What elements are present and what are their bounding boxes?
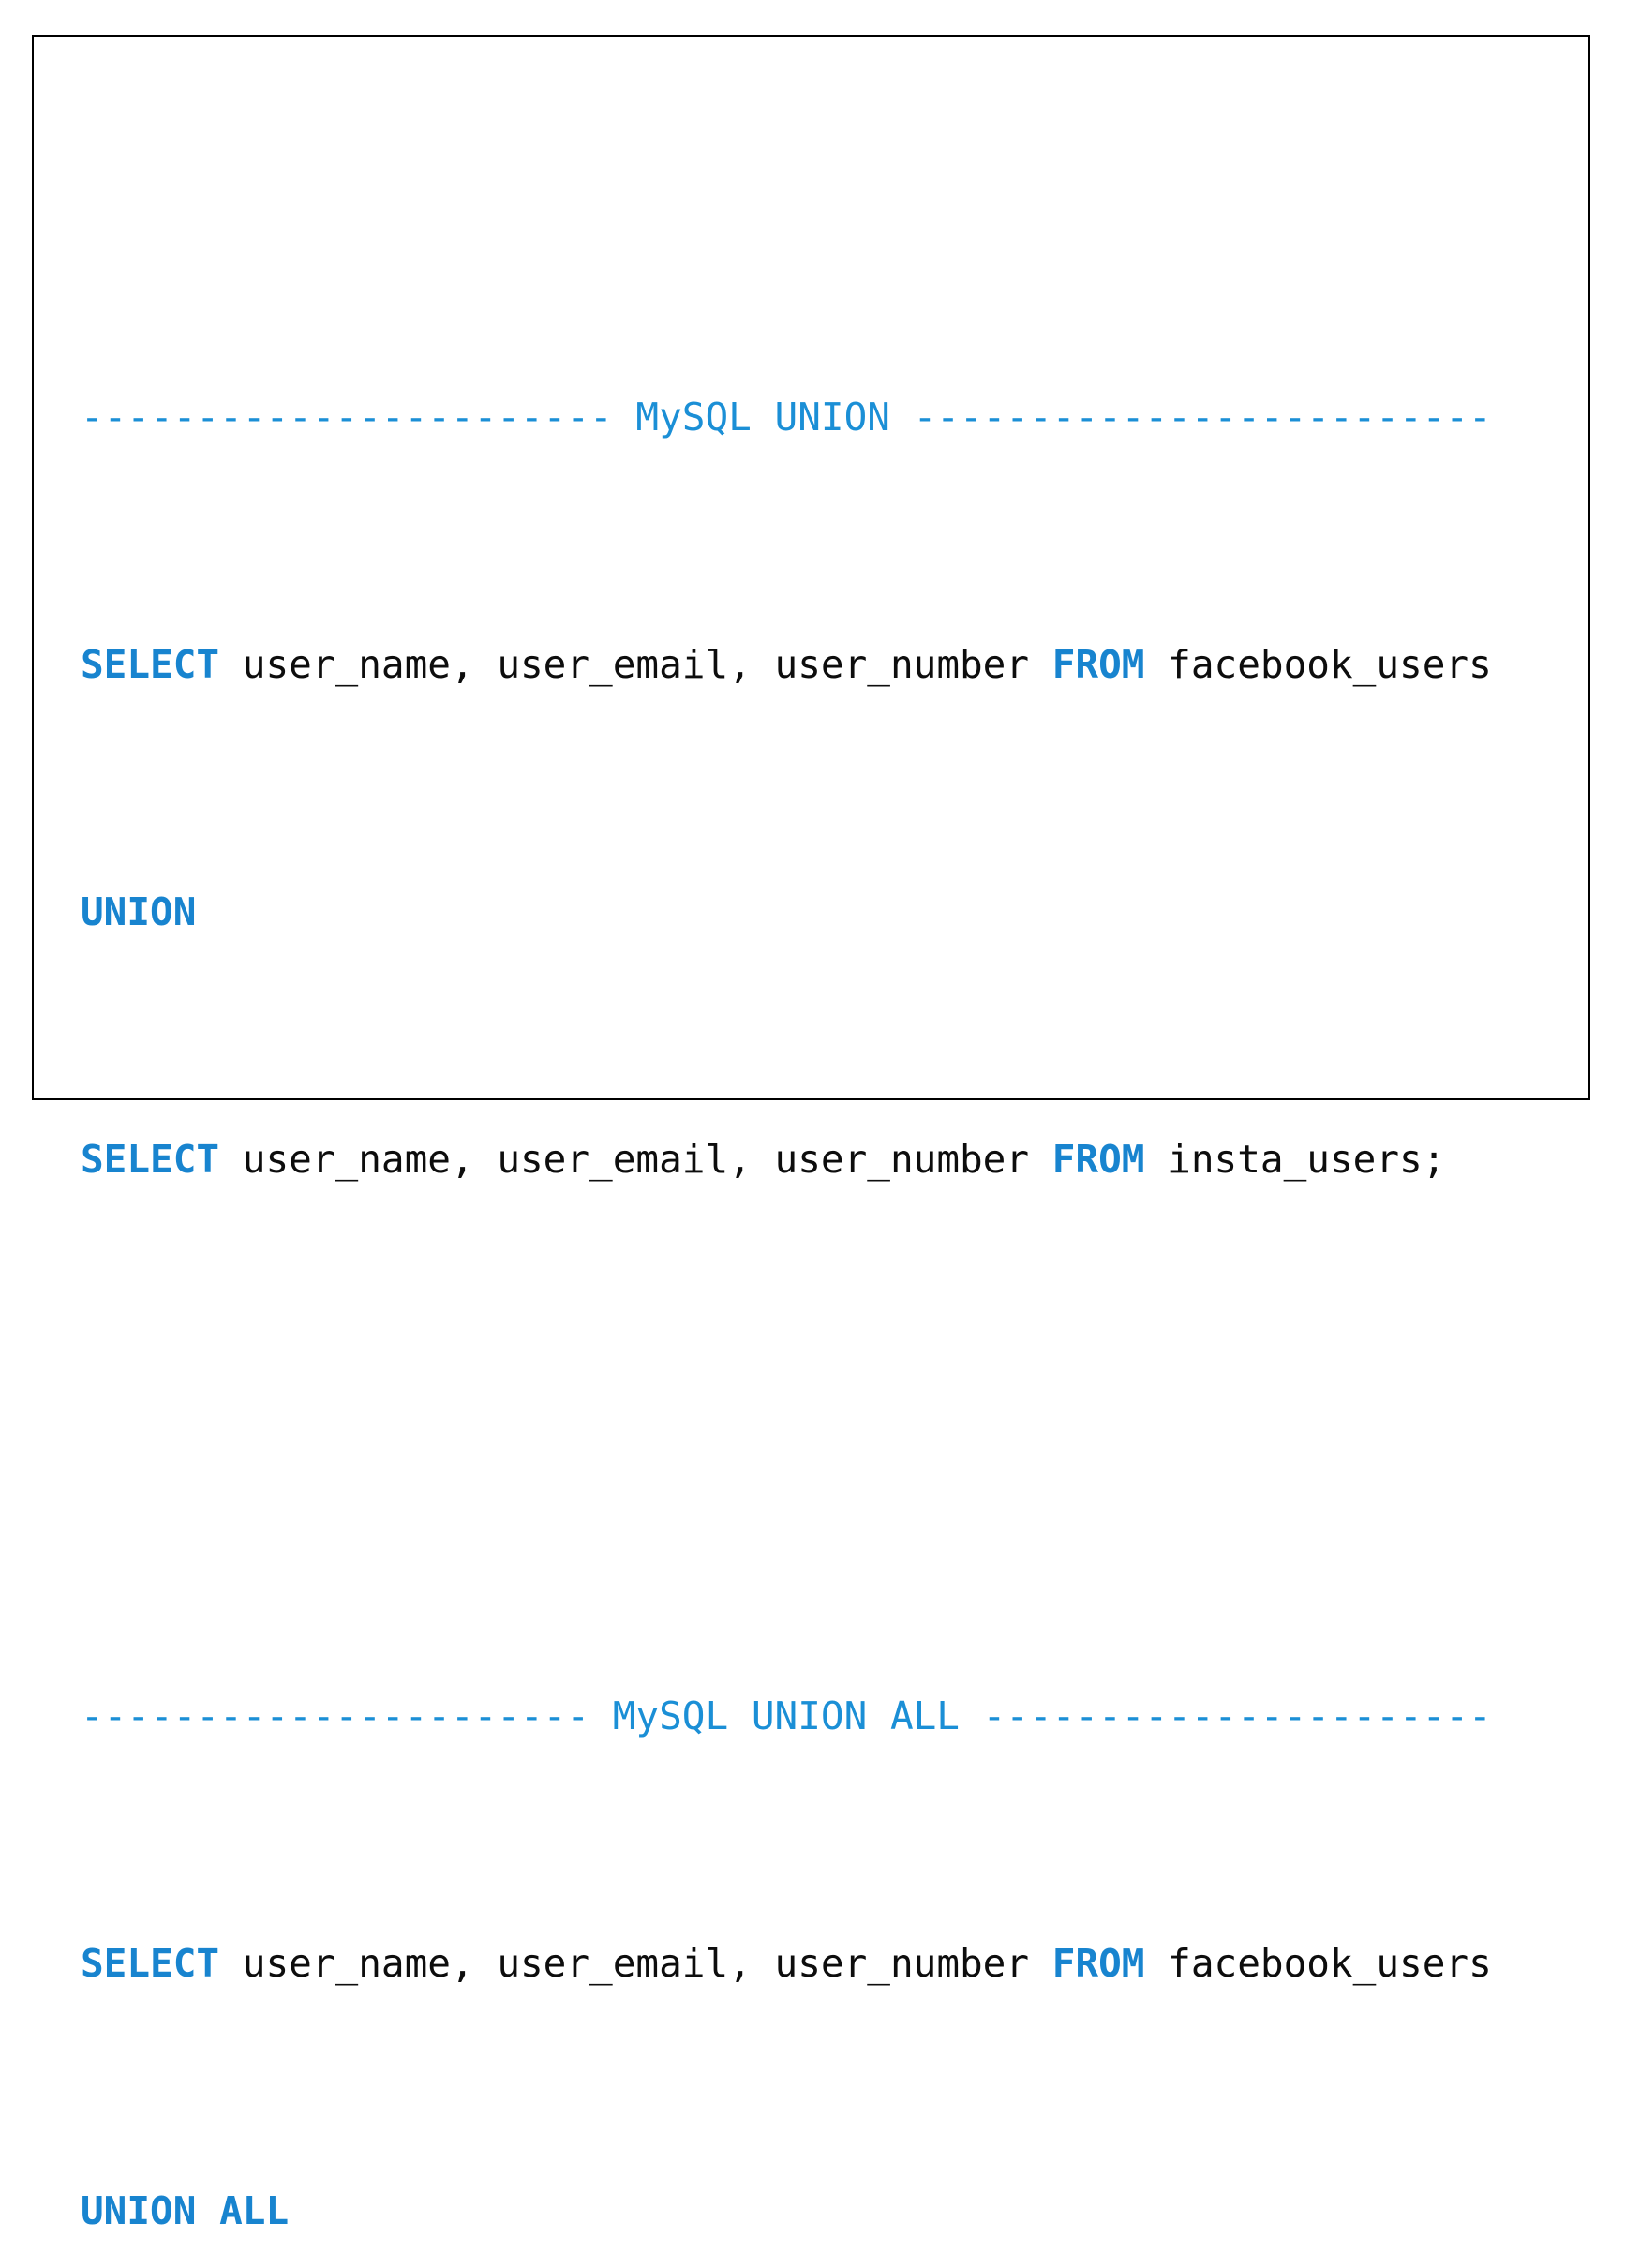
sql-keyword-union-all: UNION ALL — [81, 2188, 290, 2233]
sql-column-list: user_name, user_email, user_number — [219, 1137, 1052, 1182]
sql-keyword-select: SELECT — [81, 1941, 220, 1986]
sql-statement-line: UNION ALL — [81, 2180, 1579, 2242]
section-banner-union: ----------------------- MySQL UNION ----… — [81, 395, 1492, 440]
sql-statement-line: SELECT user_name, user_email, user_numbe… — [81, 1932, 1579, 1994]
sql-keyword-select: SELECT — [81, 642, 220, 687]
sql-statement-line: UNION — [81, 881, 1579, 943]
code-frame: ----------------------- MySQL UNION ----… — [32, 35, 1590, 2233]
sql-column-list: user_name, user_email, user_number — [219, 642, 1052, 687]
sql-statement-line: SELECT user_name, user_email, user_numbe… — [81, 1128, 1579, 1190]
section-banner-union-all: ---------------------- MySQL UNION ALL -… — [81, 1694, 1492, 1738]
sql-keyword-from: FROM — [1051, 1941, 1145, 1986]
sql-code-block: ----------------------- MySQL UNION ----… — [81, 201, 1579, 2268]
sql-keyword-select: SELECT — [81, 1137, 220, 1182]
sql-keyword-union: UNION — [81, 889, 197, 934]
sql-table-name: facebook_users — [1144, 1941, 1492, 1986]
sql-keyword-from: FROM — [1051, 642, 1145, 687]
sql-column-list: user_name, user_email, user_number — [219, 1941, 1052, 1986]
sql-statement-line: SELECT user_name, user_email, user_numbe… — [81, 634, 1579, 695]
sql-table-name: facebook_users — [1144, 642, 1492, 687]
block-separator — [81, 1376, 1579, 1500]
sql-keyword-from: FROM — [1051, 1137, 1145, 1182]
sql-table-name: insta_users; — [1144, 1137, 1446, 1182]
